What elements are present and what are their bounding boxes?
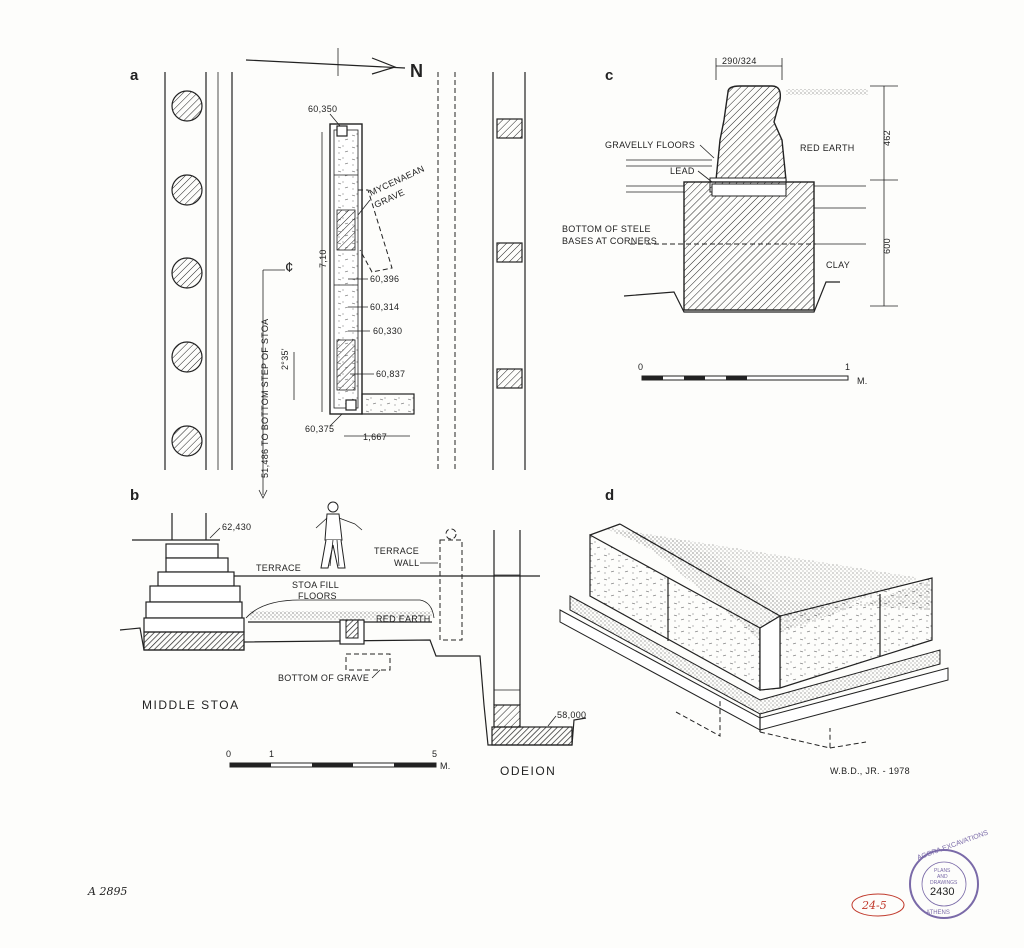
panel-d-label: d (605, 487, 614, 504)
red-earth-label-b: RED EARTH (376, 614, 431, 624)
panel-d-isometric: d W.B.D., JR. - 1978 (559, 487, 949, 776)
drafter-credit: W.B.D., JR. - 1978 (830, 766, 910, 776)
gravelly-floors-label: GRAVELLY FLOORS (605, 140, 695, 150)
elev-5-a: 60,837 (376, 369, 405, 379)
stoa-steps (143, 543, 245, 651)
catalog-number: A 2895 (87, 885, 127, 898)
stele-bases-label-1: BOTTOM OF STELE (562, 224, 651, 234)
terrace-wall-label-1: TERRACE (374, 546, 419, 556)
panel-b-section: b 62,430 (119, 487, 587, 778)
scale-b-5: 5 (432, 749, 437, 759)
stele-base-plan (329, 123, 415, 415)
bottom-grave-label: BOTTOM OF GRAVE (278, 673, 369, 683)
panel-a-plan: a N (130, 48, 526, 499)
panel-a-label: a (130, 67, 139, 84)
middle-stoa-label: MIDDLE STOA (142, 698, 240, 712)
stele-base (683, 181, 815, 311)
red-tag-text: 24-5 (861, 899, 887, 912)
north-label: N (410, 61, 423, 81)
terrace-label: TERRACE (256, 563, 301, 573)
stele-shaft (715, 85, 787, 181)
angle-a: 2°35' (280, 348, 290, 370)
terrace-wall-label-2: WALL (394, 558, 419, 568)
elev-2-a: 60,396 (370, 274, 399, 284)
elev-3-a: 60,314 (370, 302, 399, 312)
scale-b-1: 1 (269, 749, 274, 759)
scale-b-unit: M. (440, 761, 451, 771)
odeion-piers (496, 118, 523, 389)
elev-bottom-a: 60,375 (305, 424, 334, 434)
stamp-text-mid-1: PLANS (934, 868, 951, 874)
panel-b-label: b (130, 487, 139, 504)
scale-c-1: 1 (845, 362, 850, 372)
odeion-label: ODEION (500, 764, 556, 778)
stoa-fill-label-1: STOA FILL (292, 580, 339, 590)
width-dim-a: 1,667 (363, 432, 387, 442)
elev-bottom-b: 58,000 (557, 710, 586, 720)
scale-c-0: 0 (638, 362, 643, 372)
lead-label: LEAD (670, 166, 695, 176)
stele-bases-label-2: BASES AT CORNERS (562, 236, 657, 246)
stoa-fill-label-2: FLOORS (298, 591, 337, 601)
agora-excavations-stamp: AGORA EXCAVATIONS PLANS AND DRAWINGS 243… (909, 830, 990, 919)
stamp-text-mid-3: DRAWINGS (930, 880, 958, 886)
panel-c-section: c 290/324 462 600 GRAVELLY FLOORS LEAD R… (562, 56, 898, 386)
distance-label-a: 51,486 TO BOTTOM STEP OF STOA (260, 319, 270, 478)
centerline-mark: ¢ (285, 259, 293, 276)
human-figure (315, 501, 363, 569)
north-arrow: N (245, 48, 423, 81)
dim-upper-c: 462 (882, 130, 892, 146)
stoa-column-bases (171, 90, 203, 457)
clay-label: CLAY (826, 260, 850, 270)
elev-4-a: 60,330 (373, 326, 402, 336)
stamp-text-bottom: ATHENS (926, 910, 950, 916)
elev-top-a: 60,350 (308, 104, 337, 114)
red-earth-label-c: RED EARTH (800, 143, 855, 153)
elev-top-b: 62,430 (222, 522, 251, 532)
red-tag: 24-5 (851, 893, 905, 917)
dim-lower-c: 600 (882, 238, 892, 254)
scale-c-unit: M. (857, 376, 868, 386)
stamp-text-mid-2: AND (937, 874, 948, 880)
top-dim-c: 290/324 (722, 56, 757, 66)
stamp-number: 2430 (930, 886, 954, 898)
scale-bar-b: 0 1 5 M. (226, 749, 451, 771)
panel-c-label: c (605, 67, 613, 84)
length-dim-a: 7,10 (318, 249, 328, 268)
scale-bar-c: 0 1 M. (638, 362, 868, 386)
stamp-text-top: AGORA EXCAVATIONS (916, 830, 989, 862)
scale-b-0: 0 (226, 749, 231, 759)
